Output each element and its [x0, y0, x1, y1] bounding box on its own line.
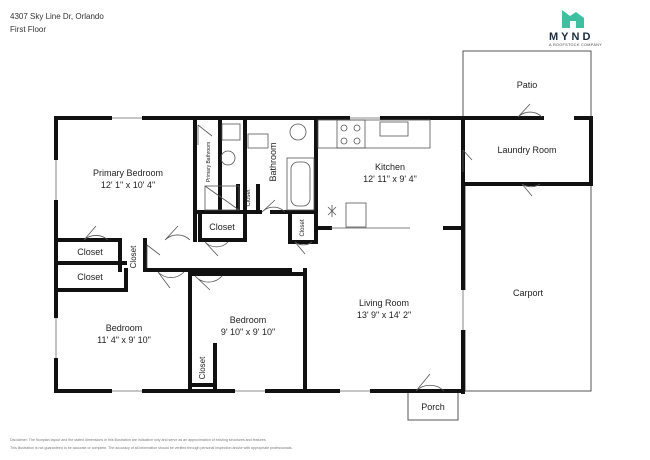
burner-icon	[353, 137, 361, 145]
burner-icon	[340, 124, 348, 132]
bedroom2-closet-wall	[188, 343, 217, 393]
floor-label: First Floor	[10, 25, 46, 34]
closet-primary-label: Closet	[246, 189, 252, 206]
bathtub	[286, 157, 315, 211]
disclaimer-line-1: Disclaimer: The floorplan layout and the…	[10, 438, 267, 442]
bedroom-2-label: Bedroom	[230, 315, 267, 325]
door-bath-closet	[204, 241, 229, 257]
bath-closet-wall	[198, 184, 260, 242]
bathroom-wall	[243, 116, 318, 242]
kitchen-sink	[379, 121, 409, 137]
bathtub-inner	[290, 161, 311, 207]
door-hall-closet	[146, 244, 161, 268]
patio-label: Patio	[517, 80, 538, 90]
bath-sink	[247, 133, 269, 149]
bedroom-2-dims: 9' 10" x 9' 10"	[221, 327, 275, 337]
primary-bedroom-wall	[56, 116, 197, 242]
disclaimer-line-2: This illustration is not guaranteed to b…	[10, 446, 293, 450]
door-kitchen-closet	[294, 241, 313, 255]
primary-sink	[221, 123, 241, 141]
mynd-logo-icon	[562, 10, 584, 28]
kitchen-island	[345, 202, 367, 228]
carport-label: Carport	[513, 288, 544, 298]
porch-label: Porch	[421, 402, 445, 412]
primary-bathroom-label: Primary Bathroom	[206, 142, 212, 182]
toilet-icon	[289, 123, 307, 141]
exterior-wall	[54, 116, 465, 394]
kitchen-counter	[317, 119, 431, 149]
toilet-icon	[220, 150, 236, 166]
primary-bedroom-label: Primary Bedroom	[93, 168, 163, 178]
door-primary-hall	[164, 225, 191, 241]
laundry-label: Laundry Room	[497, 145, 556, 155]
door-bedroom2	[194, 275, 223, 291]
living-room-dims: 13' 9" x 14' 2"	[357, 310, 411, 320]
door-patio	[517, 103, 543, 118]
bedroom-1-dims: 11' 4" x 9' 10"	[97, 335, 151, 345]
bedroom-1-label: Bedroom	[106, 323, 143, 333]
kitchen-stove	[336, 119, 366, 149]
closet-vertical-label: Closet	[129, 245, 138, 268]
kitchen-closet-wall	[288, 210, 318, 244]
burner-icon	[340, 137, 348, 145]
closet-bedroom2-label: Closet	[198, 356, 207, 379]
living-room-label: Living Room	[359, 298, 409, 308]
closet-bath-label: Closet	[209, 222, 235, 232]
kitchen-dims: 12' 11" x 9' 4"	[363, 174, 417, 184]
shower	[204, 185, 240, 211]
brand-tagline: A ROOFSTOCK COMPANY	[549, 43, 603, 47]
primary-bedroom-dims: 12' 1" x 10' 4"	[101, 180, 155, 190]
shower-drain	[204, 185, 240, 211]
closet-hall-1-label: Closet	[77, 247, 103, 257]
brand-name: MYND	[549, 31, 594, 43]
bathroom-label: Bathroom	[268, 142, 278, 181]
door-primary-bath	[197, 124, 213, 145]
door-porch	[415, 373, 445, 392]
closet-kitchen-label: Closet	[300, 219, 306, 236]
logo-house-shape	[562, 10, 584, 28]
kitchen-label: Kitchen	[375, 162, 405, 172]
door-laundry-kitchen	[462, 149, 473, 172]
door-laundry-carport	[521, 183, 541, 197]
closet-hall-2-label: Closet	[77, 272, 103, 282]
door-primary-bedroom	[83, 225, 109, 241]
burner-icon	[353, 124, 361, 132]
snowflake-icon	[327, 205, 337, 217]
door-bedroom1	[157, 271, 185, 289]
door-bath	[261, 199, 286, 213]
logo-house-door	[570, 21, 576, 28]
property-address: 4307 Sky Line Dr, Orlando	[10, 12, 104, 21]
carport-area	[464, 182, 592, 392]
